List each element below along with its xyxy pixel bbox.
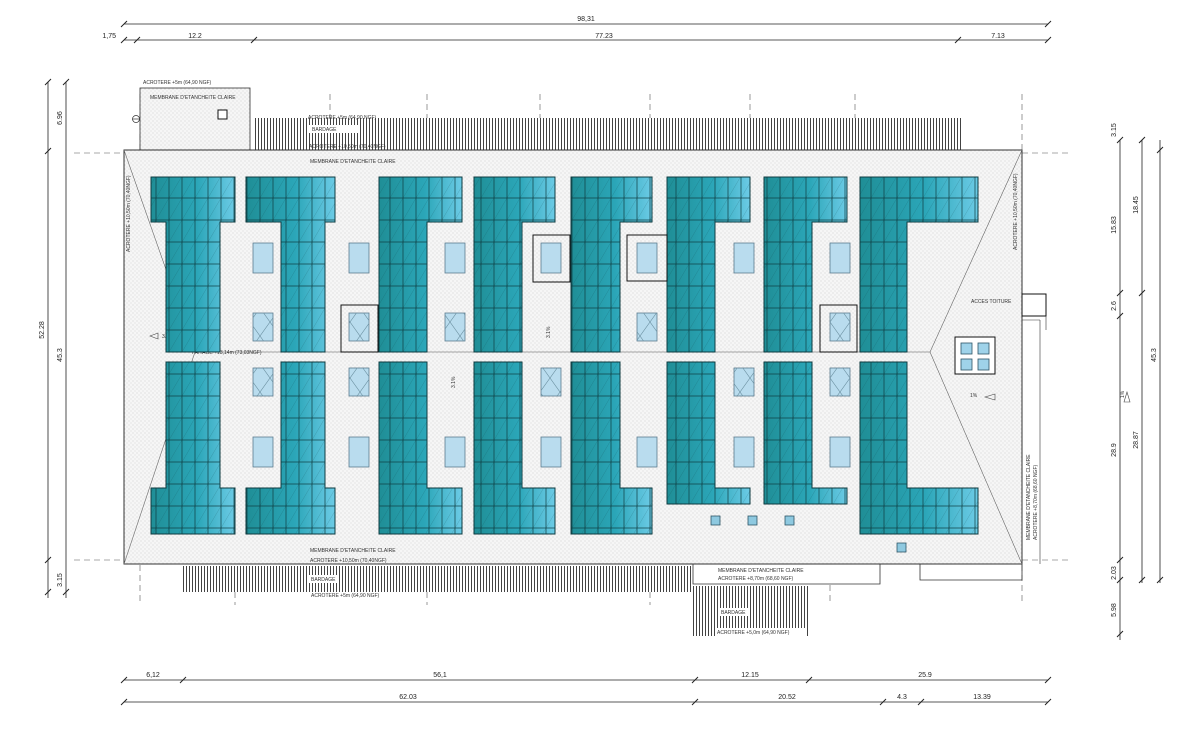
equipment — [896, 542, 907, 553]
dim-bottom-a: 6,12 — [146, 672, 160, 679]
pv-block — [859, 361, 979, 535]
skylights — [252, 234, 996, 553]
dim-right-f: 5.98 — [1111, 603, 1118, 617]
pv-block — [570, 361, 653, 535]
label-acrotere-main-bottom: ACROTERE +10,50m (70,40NGF) — [310, 558, 387, 564]
annex-bottom: MEMBRANE D'ETANCHEITE CLAIRE ACROTERE +8… — [692, 564, 1023, 636]
equipment — [710, 515, 721, 526]
skylight — [733, 242, 755, 274]
skylight — [348, 242, 370, 274]
dim-bottom-d: 25.9 — [918, 672, 932, 679]
pv-block — [666, 176, 751, 353]
dim-left-bottom: 3.15 — [57, 573, 64, 587]
label-slope-far-right: 1% — [1120, 390, 1126, 398]
dim-bottom-f: 20.52 — [778, 694, 796, 701]
skylight — [829, 242, 851, 274]
dim-top-b: 12.2 — [188, 33, 202, 40]
bottom-edge: MEMBRANE D'ETANCHEITE CLAIRE ACROTERE +1… — [181, 548, 693, 599]
equipment — [747, 515, 758, 526]
roof-access: ACCES TOITURE — [971, 293, 1047, 330]
right-edge-labels: MEMBRANE D'ETANCHEITE CLAIRE ACROTERE +8… — [1022, 319, 1131, 564]
pv-block — [666, 361, 751, 505]
pv-block — [245, 176, 336, 353]
skylight — [733, 436, 755, 468]
label-membrane-bottom: MEMBRANE D'ETANCHEITE CLAIRE — [310, 548, 396, 554]
label-membrane-small: MEMBRANE D'ETANCHEITE CLAIRE — [150, 95, 236, 101]
skylight — [252, 436, 274, 468]
label-acrotere-top: ACROTERE +5m (64,90 NGF) — [308, 115, 377, 121]
pv-block — [473, 361, 556, 535]
pv-block — [378, 176, 463, 353]
pv-block — [763, 176, 848, 353]
dim-left-outer: 52.28 — [39, 321, 46, 339]
dim-top-total: 98,31 — [577, 16, 595, 23]
label-membrane-right: MEMBRANE D'ETANCHEITE CLAIRE — [1026, 454, 1032, 540]
pv-block — [570, 176, 653, 353]
label-acrotere-right: ACROTERE +10,50m (70,40NGF) — [1013, 173, 1019, 250]
label-slope-right: 1% — [970, 393, 978, 399]
label-acces-toiture: ACCES TOITURE — [971, 299, 1012, 305]
skylight — [540, 436, 562, 468]
dim-right-d: 28.9 — [1111, 443, 1118, 457]
right-dimensions: 3.15 15.83 2.6 28.9 2.03 5.98 18.45 28.8… — [1111, 123, 1164, 640]
pv-block — [763, 361, 848, 505]
dim-right-i: 45.3 — [1151, 348, 1158, 362]
dim-left-top: 6.96 — [57, 111, 64, 125]
label-acrotere-bottom: ACROTERE +5m (64,90 NGF) — [311, 593, 380, 599]
label-membrane-main-top: MEMBRANE D'ETANCHEITE CLAIRE — [310, 159, 396, 165]
pv-arrays — [150, 176, 979, 535]
dim-right-b: 15.83 — [1111, 216, 1118, 234]
dim-right-h: 28.87 — [1133, 431, 1140, 449]
bardage-top: ACROTERE +5m (64,90 NGF) BARDAGE — [253, 115, 961, 150]
skylight — [444, 436, 466, 468]
skylight — [636, 436, 658, 468]
label-acrotere-right-low: ACROTERE +8,70m (68,60 NGF) — [1033, 465, 1039, 540]
dim-right-c: 2.6 — [1111, 301, 1118, 311]
label-bardage-top: BARDAGE — [312, 127, 337, 133]
top-dimensions: 98,31 1,75 12.2 77.23 7.13 — [102, 16, 1052, 44]
dim-right-e: 2.03 — [1111, 566, 1118, 580]
pv-block — [150, 176, 236, 353]
label-acrotere-annex-low: ACROTERE +5,0m (64,90 NGF) — [717, 630, 790, 636]
equipment — [784, 515, 795, 526]
skylight — [829, 436, 851, 468]
dim-bottom-g: 4.3 — [897, 694, 907, 701]
dim-top-a: 1,75 — [102, 33, 116, 40]
dim-bottom-c: 12.15 — [741, 672, 759, 679]
label-bardage-annex: BARDAGE — [721, 610, 746, 616]
dim-bottom-b: 56,1 — [433, 672, 447, 679]
pv-block — [473, 176, 556, 353]
dim-right-g: 18.45 — [1133, 196, 1140, 214]
label-acrotere-annex: ACROTERE +8,70m (68,60 NGF) — [718, 576, 793, 582]
pv-block — [378, 361, 463, 535]
annex-top-left: ACROTERE +5m (64,90 NGF) MEMBRANE D'ETAN… — [132, 80, 251, 153]
skylight — [348, 436, 370, 468]
label-acrotere-small: ACROTERE +5m (64,90 NGF) — [143, 80, 212, 86]
label-membrane-annex: MEMBRANE D'ETANCHEITE CLAIRE — [718, 568, 804, 574]
dim-top-c: 77.23 — [595, 33, 613, 40]
dim-bottom-e: 62.03 — [399, 694, 417, 701]
left-dimensions: 52.28 45.3 6.96 3.15 — [39, 78, 70, 598]
dim-top-d: 7.13 — [991, 33, 1005, 40]
dim-right-a: 3.15 — [1111, 123, 1118, 137]
bottom-dimensions: 6,12 56,1 12.15 25.9 62.03 20.52 4.3 13.… — [120, 672, 1052, 706]
label-bardage-bottom: BARDAGE — [311, 577, 336, 583]
label-slope-center-top: 3.1% — [546, 326, 552, 338]
skylight — [252, 242, 274, 274]
pv-block — [859, 176, 979, 353]
dim-left-inner: 45.3 — [57, 348, 64, 362]
dim-bottom-h: 13.39 — [973, 694, 991, 701]
label-slope-center-bottom: 3.1% — [451, 376, 457, 388]
pv-block — [245, 361, 336, 535]
grid-axes — [74, 94, 1072, 605]
label-acrotere-left: ACROTERE +10,50m (70,40NGF) — [126, 175, 132, 252]
skylight — [636, 242, 658, 274]
label-faitage: FAITAGE +13,14m (73,03NGF) — [192, 350, 262, 356]
skylight — [444, 242, 466, 274]
skylight — [540, 242, 562, 274]
label-acrotere-main-top: ACROTERE +10,50m (70,40NGF) — [309, 144, 386, 150]
pv-block — [150, 361, 236, 535]
